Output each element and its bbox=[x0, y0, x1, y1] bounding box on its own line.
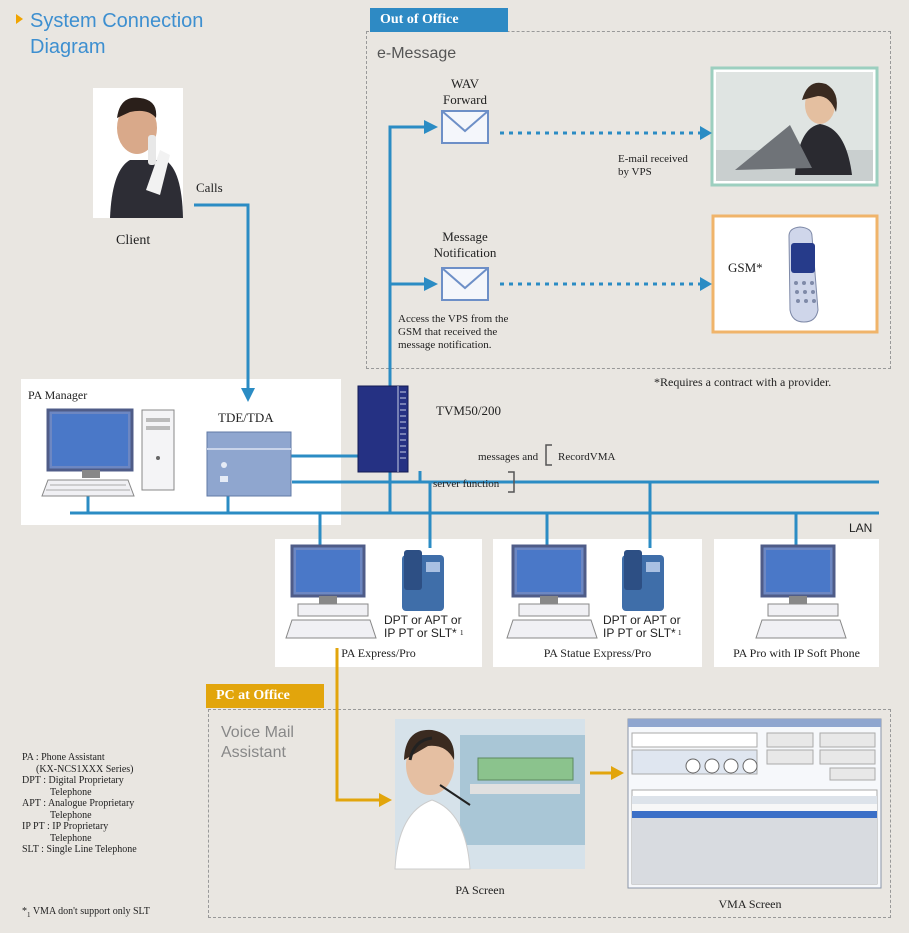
tde-tda-label: TDE/TDA bbox=[218, 410, 274, 425]
office-arrow-lines bbox=[335, 648, 612, 802]
title-line-2: Diagram bbox=[30, 36, 106, 58]
legend-def: Telephone bbox=[50, 786, 92, 798]
station3-label: PA Pro with IP Soft Phone bbox=[733, 646, 860, 660]
client-label: Client bbox=[116, 233, 151, 248]
gsm-label: GSM* bbox=[728, 260, 763, 275]
legend-term: APT : Analogue Proprietary bbox=[22, 798, 135, 809]
title-line-1: System Connection bbox=[30, 10, 204, 32]
record-brackets bbox=[508, 444, 552, 493]
station1-phone-line-1: DPT or APT or bbox=[384, 613, 462, 627]
access-note-line-1: Access the VPS from the bbox=[398, 313, 509, 325]
lan-label: LAN bbox=[849, 521, 873, 535]
legend-term: SLT : Single Line Telephone bbox=[22, 844, 137, 855]
legend-term: PA : Phone Assistant bbox=[22, 752, 105, 763]
tvm-label: TVM50/200 bbox=[436, 403, 501, 418]
legend-def: (KX-NCS1XXX Series) bbox=[36, 763, 134, 775]
pa-manager-computer-icon bbox=[41, 408, 175, 497]
access-vps-note: Access the VPS from the GSM that receive… bbox=[398, 313, 508, 352]
msg-notif-line-1: Message bbox=[442, 229, 488, 244]
legend-term: IP PT : IP Proprietary bbox=[22, 821, 109, 832]
email-dotted-lines bbox=[500, 131, 700, 286]
vma-section-label: Voice Mail Assistant bbox=[221, 723, 294, 763]
station1-label: PA Express/Pro bbox=[341, 646, 416, 660]
arrow-heads bbox=[241, 120, 712, 402]
email-photo bbox=[710, 66, 879, 187]
connection-lines bbox=[70, 125, 879, 548]
station-phone-1-icon bbox=[402, 550, 444, 611]
vma-screen-illustration bbox=[627, 718, 882, 889]
notification-envelope-icon bbox=[441, 267, 489, 301]
title-bullet-icon bbox=[16, 14, 23, 24]
legend-def: Telephone bbox=[50, 809, 92, 821]
footnote-text: VMA don't support only SLT bbox=[32, 906, 150, 917]
email-note-line-1: E-mail received bbox=[618, 153, 688, 165]
provider-note: *Requires a contract with a provider. bbox=[654, 375, 832, 389]
wav-line-2: Forward bbox=[442, 92, 488, 107]
station2-phone-label: DPT or APT or IP PT or SLT* bbox=[603, 614, 681, 640]
office-arrow-heads bbox=[379, 766, 624, 807]
station-phone-2-icon bbox=[622, 550, 664, 611]
calls-label: Calls bbox=[196, 180, 223, 195]
e-message-label: e-Message bbox=[377, 45, 457, 62]
diagram-title: System Connection Diagram bbox=[30, 8, 203, 60]
station-computer-2-icon bbox=[506, 544, 598, 639]
recordvma-label: RecordVMA bbox=[558, 451, 616, 463]
pc-office-tab: PC at Office bbox=[206, 684, 324, 708]
pa-screen-label: PA Screen bbox=[455, 883, 505, 897]
message-notification-label: Message Notification bbox=[410, 229, 520, 261]
vma-label-line-2: Assistant bbox=[221, 744, 286, 761]
messages-and-label: messages and bbox=[478, 451, 539, 463]
station2-label: PA Statue Express/Pro bbox=[543, 646, 652, 660]
access-note-line-3: message notification. bbox=[398, 339, 492, 351]
station-computer-3-icon bbox=[755, 544, 847, 639]
out-of-office-region bbox=[366, 31, 891, 369]
pc-office-region bbox=[208, 709, 891, 918]
legend-item: SLT : Single Line Telephone bbox=[22, 844, 137, 856]
station1-phone-label: DPT or APT or IP PT or SLT* bbox=[384, 614, 462, 640]
station-computer-1-icon bbox=[285, 544, 377, 639]
client-illustration bbox=[93, 88, 183, 218]
tvm-server-icon bbox=[357, 385, 409, 473]
access-note-line-2: GSM that received the bbox=[398, 326, 498, 338]
legend: PA : Phone Assistant(KX-NCS1XXX Series) … bbox=[22, 752, 137, 856]
server-function-label: server function bbox=[433, 478, 500, 490]
station2-superscript: 1 bbox=[678, 629, 682, 637]
station2-phone-line-1: DPT or APT or bbox=[603, 613, 681, 627]
station1-superscript: 1 bbox=[460, 629, 464, 637]
legend-def: Telephone bbox=[50, 832, 92, 844]
out-of-office-tab: Out of Office bbox=[370, 8, 508, 32]
footnote-mark: * bbox=[22, 906, 27, 917]
wav-envelope-icon bbox=[441, 110, 489, 144]
footnote-sub: 1 bbox=[27, 911, 31, 919]
email-note-line-2: by VPS bbox=[618, 166, 652, 178]
station2-phone-line-2: IP PT or SLT* bbox=[603, 626, 676, 640]
gsm-phone-illustration bbox=[711, 214, 879, 334]
legend-item: PA : Phone Assistant(KX-NCS1XXX Series) bbox=[22, 752, 137, 775]
legend-term: DPT : Digital Proprietary bbox=[22, 775, 124, 786]
footnote: *1 VMA don't support only SLT bbox=[22, 906, 150, 919]
email-received-note: E-mail received by VPS bbox=[618, 153, 688, 179]
station1-phone-line-2: IP PT or SLT* bbox=[384, 626, 457, 640]
vma-label-line-1: Voice Mail bbox=[221, 724, 294, 741]
pa-screen-photo bbox=[394, 719, 585, 870]
pa-manager-label: PA Manager bbox=[28, 388, 88, 402]
wav-label: WAV Forward bbox=[420, 76, 510, 108]
wav-line-1: WAV bbox=[451, 76, 479, 91]
tde-tda-unit-icon bbox=[206, 431, 292, 497]
msg-notif-line-2: Notification bbox=[433, 245, 497, 260]
vma-screen-label: VMA Screen bbox=[718, 897, 782, 911]
